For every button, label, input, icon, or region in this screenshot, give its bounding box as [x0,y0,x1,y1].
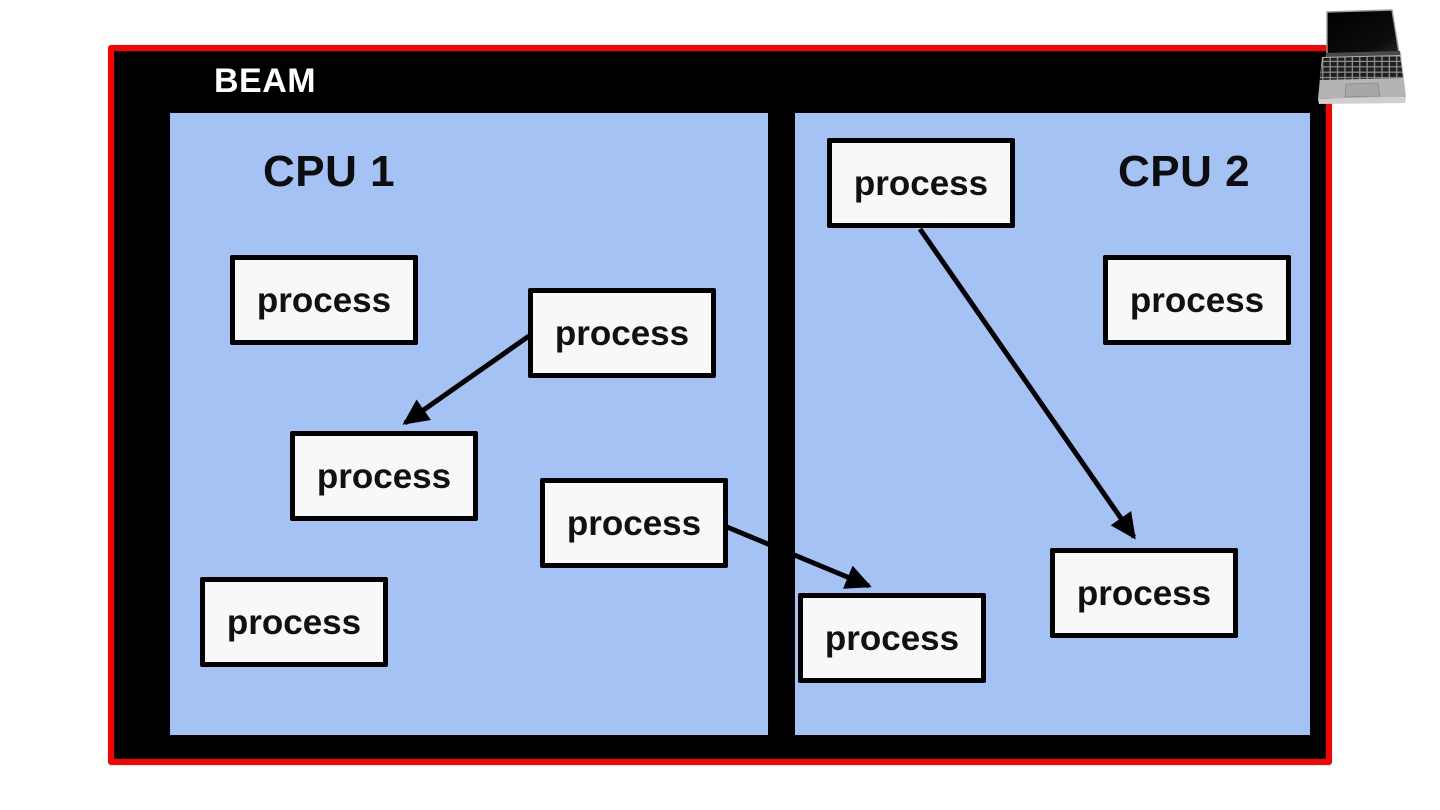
process-box-cpu1-3: process [290,431,478,521]
cpu2-label: CPU 2 [1118,147,1251,196]
process-box-cpu1-1: process [230,255,418,345]
cpu1-label: CPU 1 [263,147,396,196]
process-box-cpu2-2: process [1103,255,1291,345]
laptop-keys [1320,56,1403,80]
laptop-icon [1318,9,1406,104]
beam-title: BEAM [214,62,317,100]
laptop-screen [1326,9,1400,56]
process-box-cpu2-3: process [1050,548,1238,638]
process-box-cpu2-4: process [798,593,986,683]
process-box-cpu1-5: process [200,577,388,667]
process-box-cpu1-2: process [528,288,716,378]
laptop-touchpad [1344,82,1381,98]
process-box-cpu1-4: process [540,478,728,568]
process-box-cpu2-1: process [827,138,1015,228]
laptop-front-edge [1318,97,1406,104]
